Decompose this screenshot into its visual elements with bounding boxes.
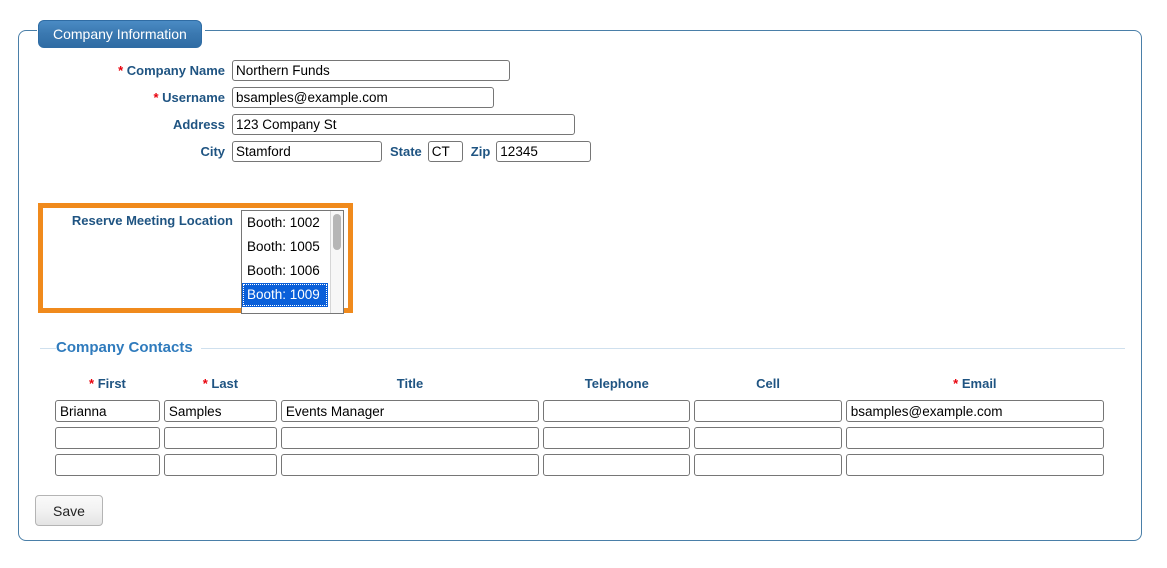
contact-cell-input[interactable]: [694, 400, 842, 422]
header-last-text: Last: [211, 376, 239, 391]
label-username-text: Username: [162, 90, 225, 105]
reserve-meeting-location-listbox[interactable]: Booth: 1002 Booth: 1005 Booth: 1006 Boot…: [241, 210, 344, 314]
header-title: Title: [396, 376, 424, 391]
listbox-scrollbar-thumb[interactable]: [333, 214, 341, 250]
form-row-address: Address: [0, 114, 1167, 135]
header-telephone: Telephone: [584, 376, 649, 391]
company-form: * Company Name * Username Address City S…: [0, 60, 1167, 168]
label-state: State: [390, 144, 422, 159]
form-row-username: * Username: [0, 87, 1167, 108]
contact-last-input[interactable]: [163, 454, 277, 476]
company-contacts-legend: Company Contacts: [56, 339, 201, 356]
username-input[interactable]: [232, 87, 494, 108]
table-row: [54, 399, 1105, 423]
form-row-city-state-zip: City State Zip: [0, 141, 1167, 162]
label-zip: Zip: [470, 144, 491, 159]
contact-email-input[interactable]: [845, 454, 1104, 476]
table-row: [54, 426, 1105, 450]
contact-cell-input[interactable]: [694, 427, 842, 449]
label-company-name-text: Company Name: [126, 63, 225, 78]
label-reserve-meeting-location: Reserve Meeting Location: [71, 213, 233, 228]
label-username: * Username: [0, 90, 232, 105]
contact-email-input[interactable]: [845, 400, 1104, 422]
contact-title-input[interactable]: [280, 454, 540, 476]
header-cell: Cell: [756, 376, 780, 391]
contact-telephone-input[interactable]: [543, 427, 691, 449]
contact-first-input[interactable]: [55, 454, 160, 476]
save-button[interactable]: Save: [35, 495, 103, 526]
city-input[interactable]: [232, 141, 382, 162]
listbox-option-selected[interactable]: Booth: 1009: [242, 283, 328, 307]
address-input[interactable]: [232, 114, 575, 135]
contact-last-input[interactable]: [163, 427, 277, 449]
contact-last-input[interactable]: [163, 400, 277, 422]
header-email: * Email: [845, 375, 1105, 396]
header-email-text: Email: [961, 376, 997, 391]
contact-email-input[interactable]: [845, 427, 1104, 449]
required-asterisk-username: *: [153, 90, 159, 105]
required-asterisk-company-name: *: [118, 63, 124, 78]
label-city: City: [200, 144, 225, 159]
highlight-annotation-box: [38, 203, 353, 313]
listbox-option[interactable]: Booth: 1002: [247, 215, 320, 230]
contact-title-input[interactable]: [280, 427, 540, 449]
contact-title-input[interactable]: [280, 400, 540, 422]
listbox-options: Booth: 1002 Booth: 1005 Booth: 1006 Boot…: [242, 211, 331, 307]
listbox-scrollbar[interactable]: [330, 211, 343, 313]
contact-cell-input[interactable]: [694, 454, 842, 476]
contacts-divider: [40, 348, 1125, 349]
panel-tab-company-information: Company Information: [38, 20, 202, 48]
required-asterisk-first: *: [89, 376, 95, 391]
label-company-name: * Company Name: [0, 63, 232, 78]
label-address: Address: [172, 117, 225, 132]
header-first-text: First: [97, 376, 126, 391]
contact-telephone-input[interactable]: [543, 400, 691, 422]
header-last: * Last: [163, 375, 278, 396]
header-first: * First: [54, 375, 161, 396]
listbox-option[interactable]: Booth: 1005: [247, 239, 320, 254]
company-contacts-table: * First * Last Title Telephone Cell * Em…: [52, 372, 1107, 480]
zip-input[interactable]: [496, 141, 592, 162]
table-header-row: * First * Last Title Telephone Cell * Em…: [54, 375, 1105, 396]
listbox-option[interactable]: Booth: 1006: [247, 263, 320, 278]
contact-first-input[interactable]: [55, 400, 160, 422]
contact-telephone-input[interactable]: [543, 454, 691, 476]
required-asterisk-last: *: [202, 376, 208, 391]
state-input[interactable]: [427, 141, 463, 162]
required-asterisk-email: *: [953, 376, 959, 391]
company-name-input[interactable]: [232, 60, 510, 81]
contact-first-input[interactable]: [55, 427, 160, 449]
table-row: [54, 453, 1105, 477]
form-row-company-name: * Company Name: [0, 60, 1167, 81]
